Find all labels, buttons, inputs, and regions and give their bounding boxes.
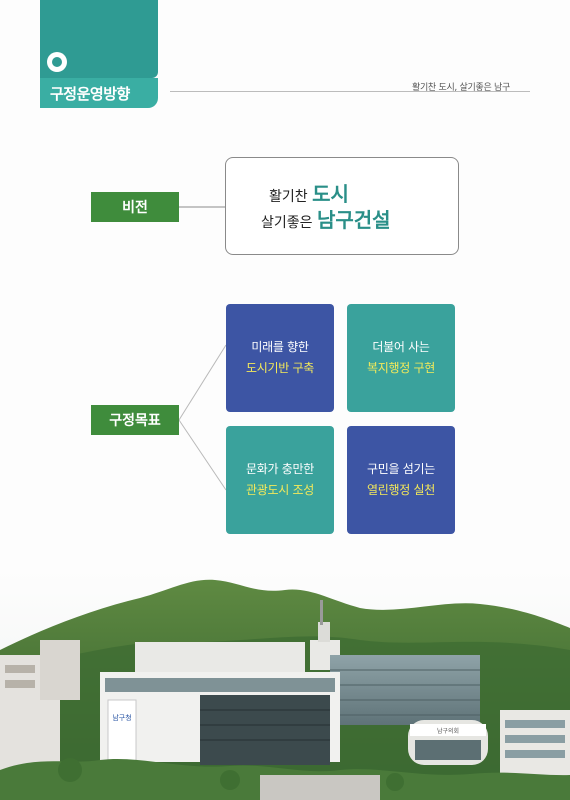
goals-connector-upper <box>178 344 227 421</box>
vision-line-1-highlight: 도시 <box>312 182 349 206</box>
goal-card-line-1: 문화가 충만한 <box>246 462 314 476</box>
goal-card-tourism: 문화가 충만한 관광도시 조성 <box>226 426 334 534</box>
goal-card-line-2: 복지행정 구현 <box>367 361 435 375</box>
vision-line-2-prefix: 살기좋은 <box>261 215 317 231</box>
vision-statement-box: 활기찬 도시 살기좋은 남구건설 <box>225 157 459 255</box>
goal-card-welfare: 더불어 사는 복지행정 구현 <box>347 304 455 412</box>
vision-line-1-prefix: 활기찬 <box>269 189 313 205</box>
header-tagline: 활기찬 도시, 살기좋은 남구 <box>411 83 510 93</box>
goals-connector-lower <box>178 419 227 491</box>
building-sign-council: 남구의회 <box>437 727 459 735</box>
vision-line-1: 활기찬 도시 <box>269 178 349 207</box>
goals-label: 구정목표 <box>91 405 179 435</box>
goal-card-infrastructure: 미래를 향한 도시기반 구축 <box>226 304 334 412</box>
vision-line-2-highlight: 남구건설 <box>316 208 391 232</box>
circle-bullet-icon <box>47 52 67 72</box>
vision-line-2: 살기좋은 남구건설 <box>261 204 391 233</box>
district-office-photo: 남구청 남구의회 <box>0 570 570 800</box>
goal-card-line-1: 더불어 사는 <box>372 340 430 354</box>
goal-card-line-2: 도시기반 구축 <box>246 361 314 375</box>
goal-card-line-1: 미래를 향한 <box>251 340 309 354</box>
goal-card-line-1: 구민을 섬기는 <box>367 462 435 476</box>
goal-card-open-administration: 구민을 섬기는 열린행정 실천 <box>347 426 455 534</box>
header-divider <box>170 91 530 92</box>
goal-card-line-2: 관광도시 조성 <box>246 483 314 497</box>
building-sign-main: 남구청 <box>112 713 131 722</box>
vision-label: 비전 <box>91 192 179 222</box>
goal-card-line-2: 열린행정 실천 <box>367 483 435 497</box>
section-title: 구정운영방향 <box>40 78 158 108</box>
